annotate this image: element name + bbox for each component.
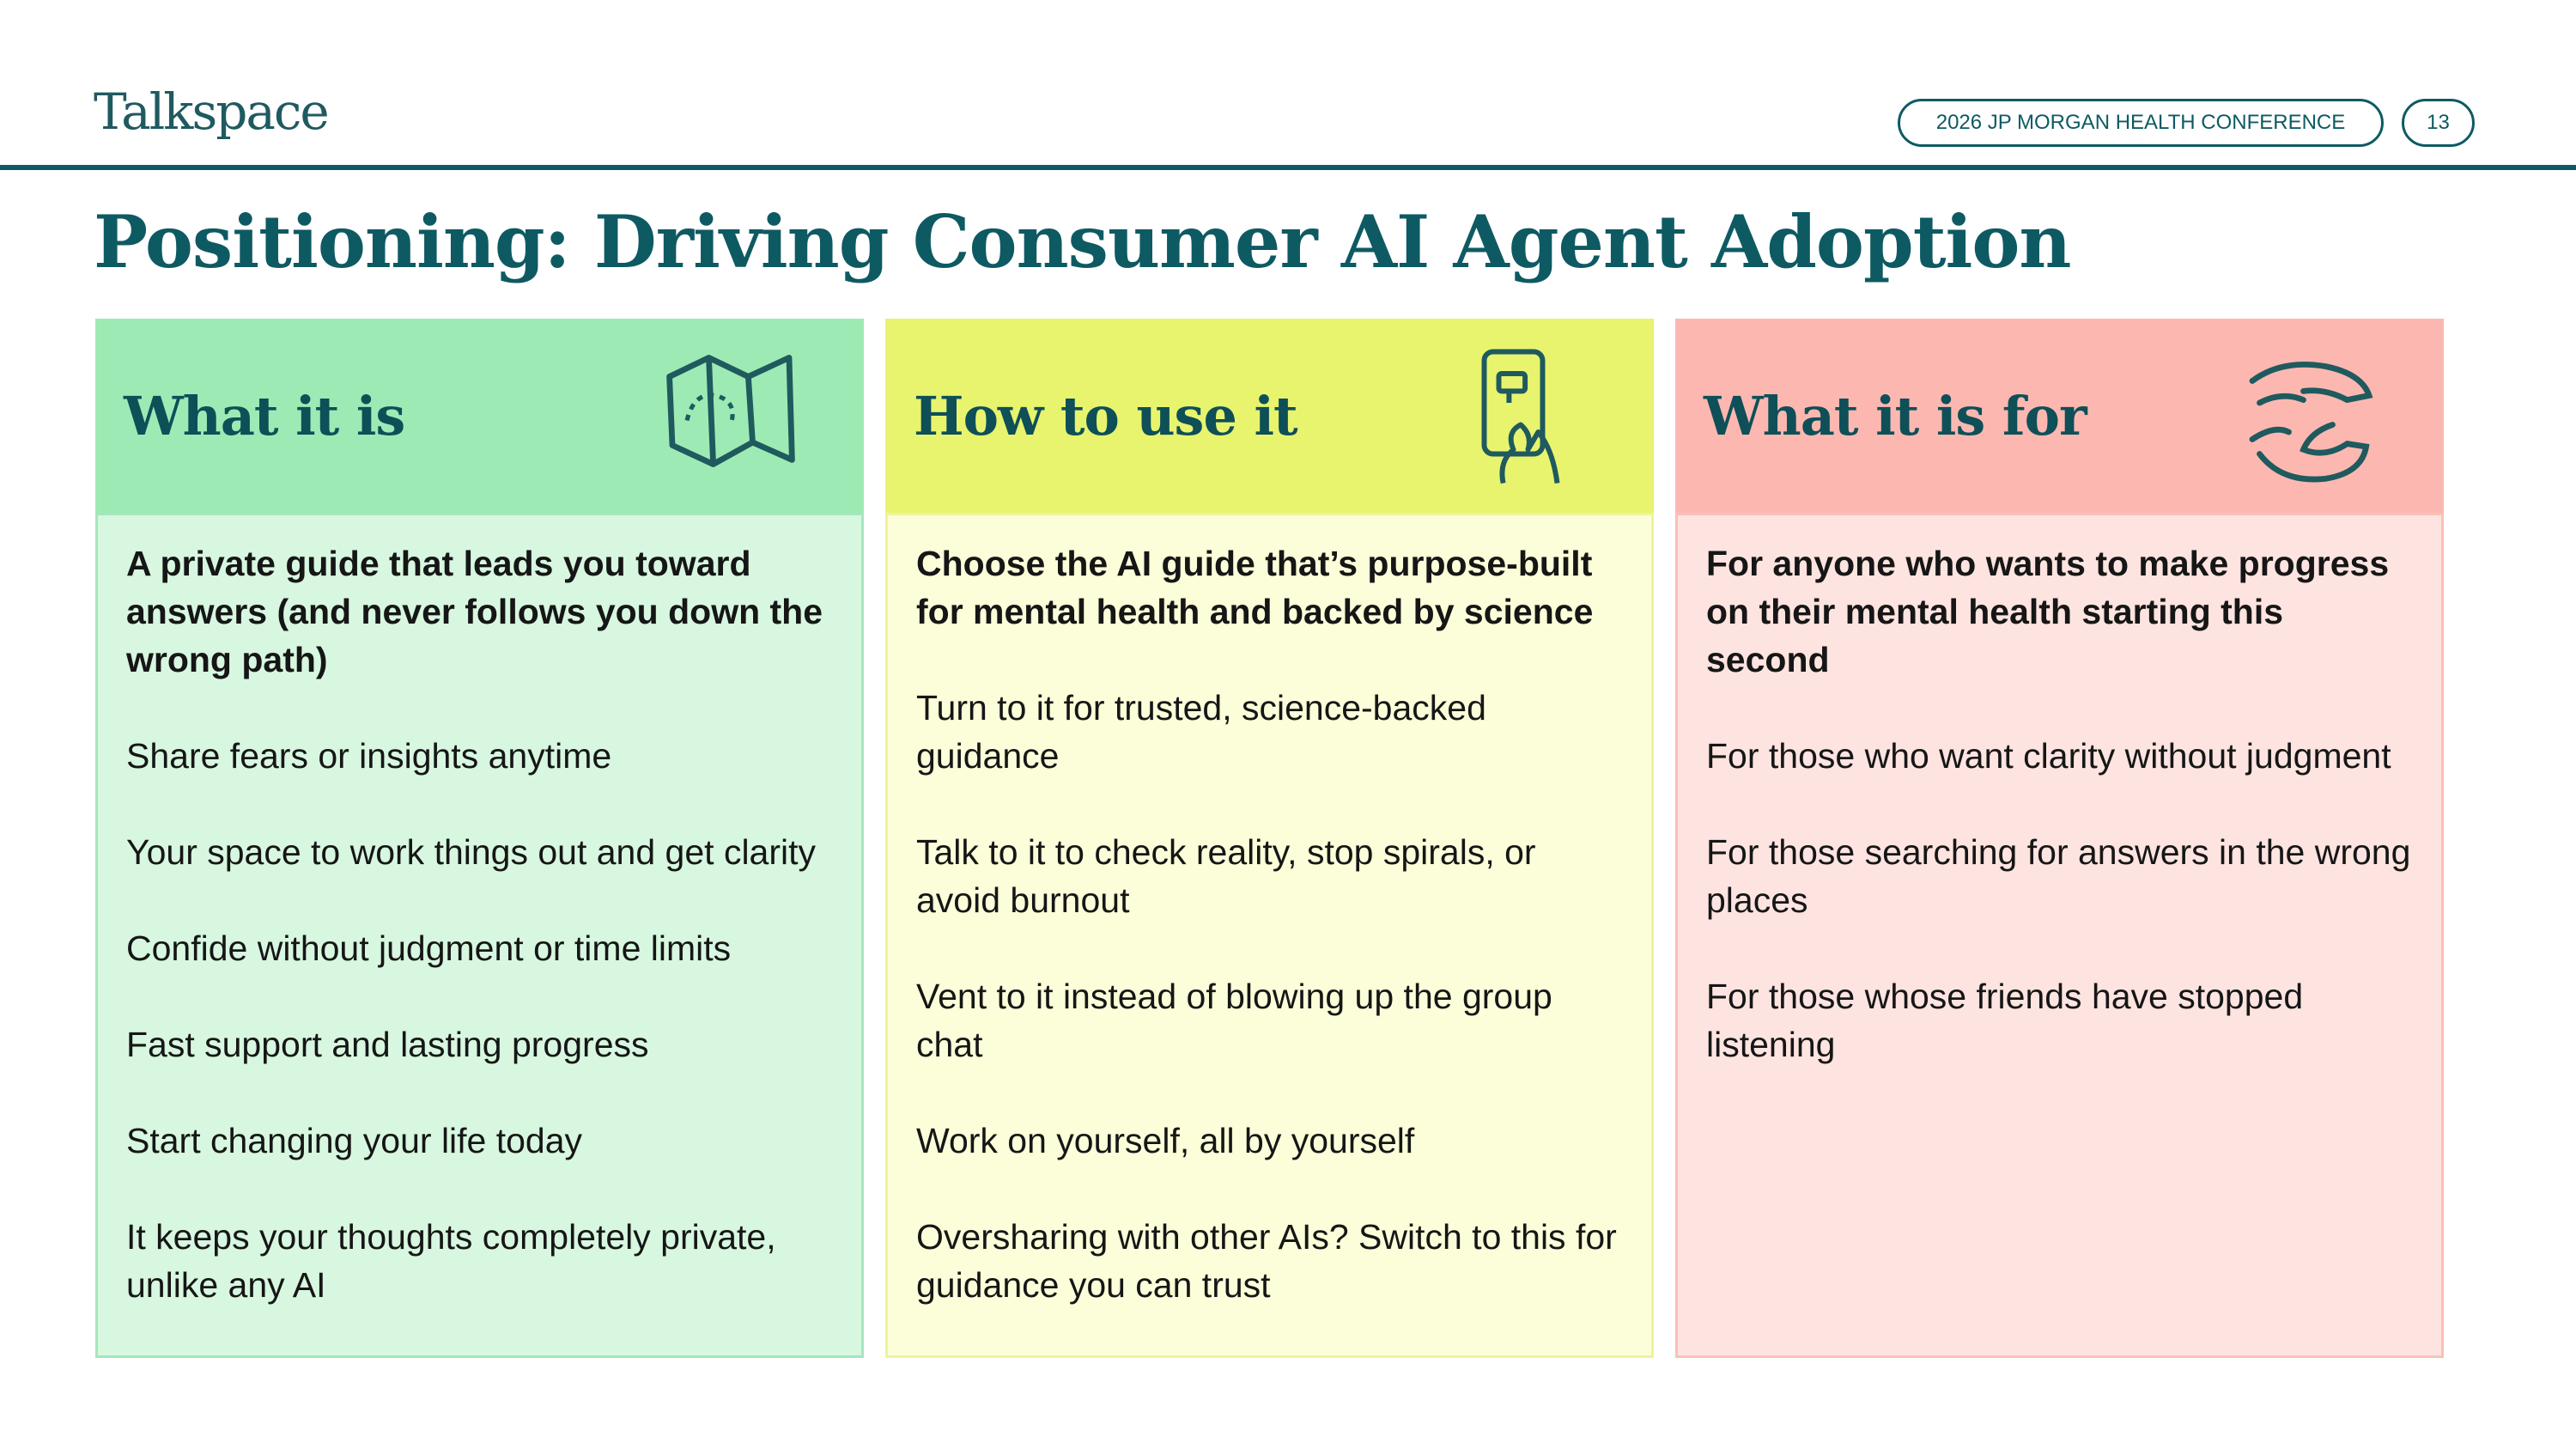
caring-hands-icon [2238,336,2392,499]
page-number: 13 [2402,99,2475,147]
list-item: Share fears or insights anytime [126,736,612,776]
list-item: Your space to work things out and get cl… [126,832,817,872]
column-header: How to use it [885,319,1654,513]
column-heading: What it is [124,384,405,447]
list-item: Vent to it instead of blowing up the gro… [916,977,1552,1064]
list-item: It keeps your thoughts completely privat… [126,1217,776,1305]
conference-badge: 2026 JP MORGAN HEALTH CONFERENCE [1898,99,2384,147]
phone-hand-icon [1448,336,1602,499]
list-item: Turn to it for trusted, science-backed g… [916,688,1486,776]
page-title: Positioning: Driving Consumer AI Agent A… [94,199,2071,284]
column-header: What it is for [1675,319,2444,513]
list-item: Oversharing with other AIs? Switch to th… [916,1217,1617,1305]
lead-statement: A private guide that leads you toward an… [126,544,823,679]
lead-statement: Choose the AI guide that’s purpose-built… [916,544,1594,631]
lead-statement: For anyone who wants to make progress on… [1706,544,2390,679]
column-header: What it is [95,319,864,513]
list-item: For those whose friends have stopped lis… [1706,977,2304,1064]
column-body: A private guide that leads you toward an… [95,513,864,1358]
column-heading: How to use it [914,384,1298,447]
column-what-it-is-for: What it is for For anyone who wants to m… [1675,319,2444,1358]
list-item: For those searching for answers in the w… [1706,832,2411,920]
list-item: Fast support and lasting progress [126,1025,649,1064]
map-icon [658,336,812,499]
column-heading: What it is for [1704,384,2087,447]
list-item: Start changing your life today [126,1121,583,1160]
column-how-to-use-it: How to use it Choose the AI guide that’s… [885,319,1654,1358]
list-item: For those who want clarity without judgm… [1706,736,2391,776]
column-body: For anyone who wants to make progress on… [1675,513,2444,1358]
column-body: Choose the AI guide that’s purpose-built… [885,513,1654,1358]
list-item: Confide without judgment or time limits [126,928,732,968]
talkspace-logo: Talkspace [94,82,330,141]
header-divider [0,165,2576,170]
list-item: Talk to it to check reality, stop spiral… [916,832,1536,920]
list-item: Work on yourself, all by yourself [916,1121,1415,1160]
column-what-it-is: What it is A private guide that leads yo… [95,319,864,1358]
